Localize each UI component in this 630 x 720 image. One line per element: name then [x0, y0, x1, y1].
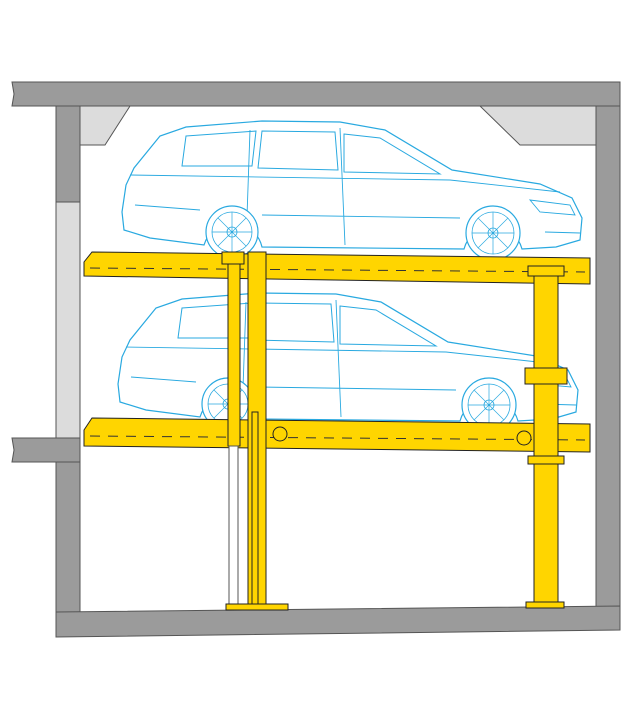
hydraulic-rod: [228, 445, 239, 605]
ceiling-haunch-right: [478, 105, 597, 146]
upper-car: [121, 120, 583, 261]
pivot: [272, 426, 288, 442]
upper-platform: [83, 251, 591, 285]
right-post-bracket: [524, 367, 568, 385]
left-wall-lower: [55, 461, 81, 637]
hydraulic-cylinder: [227, 257, 241, 447]
ceiling-haunch-left: [79, 105, 131, 146]
building-structure: [11, 81, 621, 638]
right-post: [533, 265, 559, 607]
left-wall-upper: [55, 105, 81, 203]
lower-car: [117, 292, 579, 433]
mid-slab: [11, 437, 81, 463]
right-wall: [595, 105, 621, 631]
left-wall-opening: [55, 201, 81, 439]
left-base-plate: [225, 603, 289, 611]
pit-floor: [55, 605, 621, 638]
right-base-plate: [525, 601, 565, 609]
lift-structure: [83, 251, 591, 611]
lower-platform: [83, 417, 591, 453]
ceiling-slab: [11, 81, 621, 107]
